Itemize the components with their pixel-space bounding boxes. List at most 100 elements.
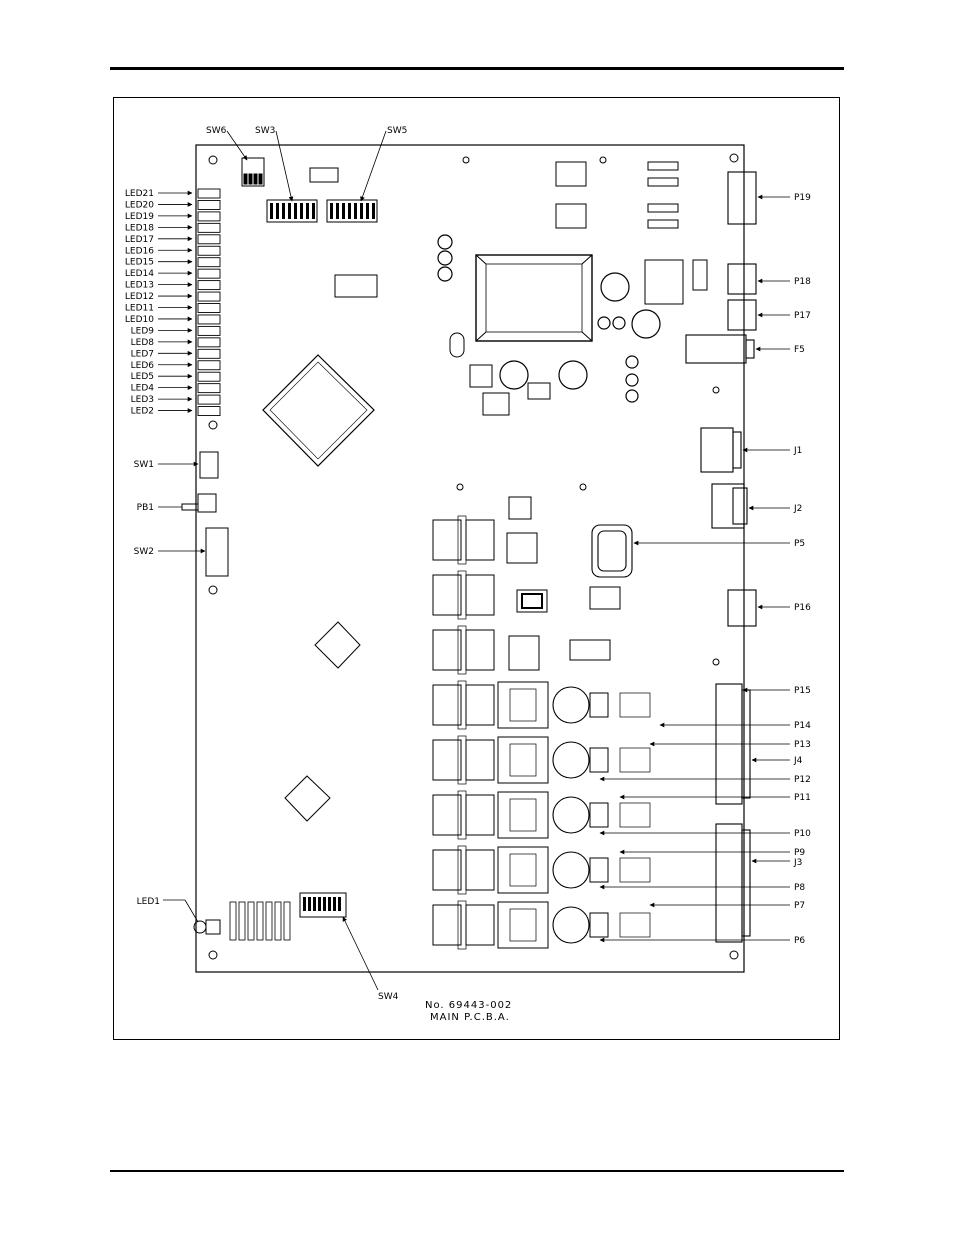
label-p5: P5: [794, 539, 805, 549]
label-p6: P6: [794, 936, 805, 946]
line-bracket: [457, 680, 467, 730]
sw4-lever: [338, 897, 341, 911]
bottom-dip: [256, 901, 264, 941]
led-body: [197, 394, 221, 405]
line-ic: [589, 912, 609, 938]
line-relay: [432, 519, 462, 561]
label-led: LED13: [125, 281, 154, 291]
line-ic: [589, 857, 609, 883]
line-ic: [619, 802, 651, 828]
label-p15: P15: [794, 686, 811, 696]
line-capacitor: [552, 906, 590, 944]
line-capacitor: [552, 741, 590, 779]
misc-components: [197, 161, 708, 918]
line-capacitor: [552, 851, 590, 889]
line-ic: [619, 692, 651, 718]
sw4-lever: [303, 897, 306, 911]
figure-frame: [113, 97, 840, 1040]
line-relay: [465, 629, 495, 671]
label-led1: LED1: [137, 897, 160, 907]
line-relay: [465, 904, 495, 946]
line-transformer: [497, 681, 549, 729]
label-p10: P10: [794, 829, 811, 839]
label-led: LED9: [131, 326, 155, 336]
led-body: [197, 199, 221, 210]
line-transformer: [497, 736, 549, 784]
led-body: [197, 303, 221, 313]
sw4-lever: [333, 897, 336, 911]
small-chips: [284, 621, 361, 822]
line-relay: [432, 629, 462, 671]
label-led: LED3: [131, 395, 154, 405]
line-modules: [432, 515, 651, 950]
line-transformer-core: [509, 798, 537, 832]
line-ic: [589, 692, 609, 718]
label-p12: P12: [794, 775, 811, 785]
line-relay: [465, 519, 495, 561]
bottom-dip: [265, 901, 273, 941]
label-led: LED12: [125, 292, 154, 302]
label-p18: P18: [794, 277, 811, 287]
bottom-dip: [274, 901, 282, 941]
footer-rule: [110, 1170, 844, 1172]
label-led: LED14: [125, 269, 154, 279]
led-body: [197, 325, 221, 336]
header-rule: [110, 67, 844, 70]
label-led: LED18: [125, 223, 154, 233]
bottom-dip: [283, 901, 291, 941]
led-body: [197, 383, 221, 394]
line-relay: [465, 739, 495, 781]
label-led: LED19: [125, 212, 154, 222]
label-j3: J3: [793, 858, 802, 868]
line-transformer-core: [509, 908, 537, 942]
label-j4: J4: [793, 756, 803, 766]
line-relay: [432, 794, 462, 836]
led-body: [197, 280, 221, 291]
led-body: [197, 211, 221, 222]
label-j2: J2: [793, 504, 802, 514]
sw4-lever: [328, 897, 331, 911]
line-bracket: [457, 845, 467, 895]
bottom-dip: [247, 901, 255, 941]
label-led: LED15: [125, 258, 154, 268]
label-led: LED17: [125, 235, 154, 245]
led-body: [197, 337, 221, 348]
line-relay: [432, 739, 462, 781]
sw4-lever: [323, 897, 326, 911]
label-p14: P14: [794, 721, 811, 731]
led-body: [197, 222, 221, 233]
line-capacitor: [552, 686, 590, 724]
line-relay: [465, 794, 495, 836]
label-sw6: SW6: [206, 126, 227, 136]
line-ic: [619, 747, 651, 773]
label-p19: P19: [794, 193, 811, 203]
line-relay: [465, 574, 495, 616]
label-sw1: SW1: [134, 460, 154, 470]
label-p11: P11: [794, 793, 811, 803]
line-bracket: [457, 735, 467, 785]
line-relay: [432, 904, 462, 946]
label-p8: P8: [794, 883, 805, 893]
label-led: LED20: [125, 200, 154, 210]
led-body: [197, 371, 221, 382]
cpu-chip: [262, 354, 375, 467]
line-relay: [465, 684, 495, 726]
power-module: [475, 254, 593, 342]
line-relay: [465, 849, 495, 891]
led-body: [197, 360, 221, 371]
right-connectors: [591, 171, 757, 943]
capacitors: [437, 234, 661, 403]
label-led: LED2: [131, 407, 154, 417]
label-led: LED4: [131, 384, 155, 394]
line-ic: [589, 747, 609, 773]
led-body: [197, 257, 221, 268]
label-p9: P9: [794, 848, 805, 858]
sw5-switch: [326, 199, 378, 223]
right-label-arrows: [599, 194, 790, 943]
caption-part-number: No. 69443-002: [425, 1000, 512, 1011]
label-j1: J1: [793, 446, 802, 456]
label-led: LED6: [131, 361, 155, 371]
bottom-dip: [229, 901, 237, 941]
bottom-dip-array: [229, 897, 341, 941]
line-bracket: [457, 570, 467, 620]
